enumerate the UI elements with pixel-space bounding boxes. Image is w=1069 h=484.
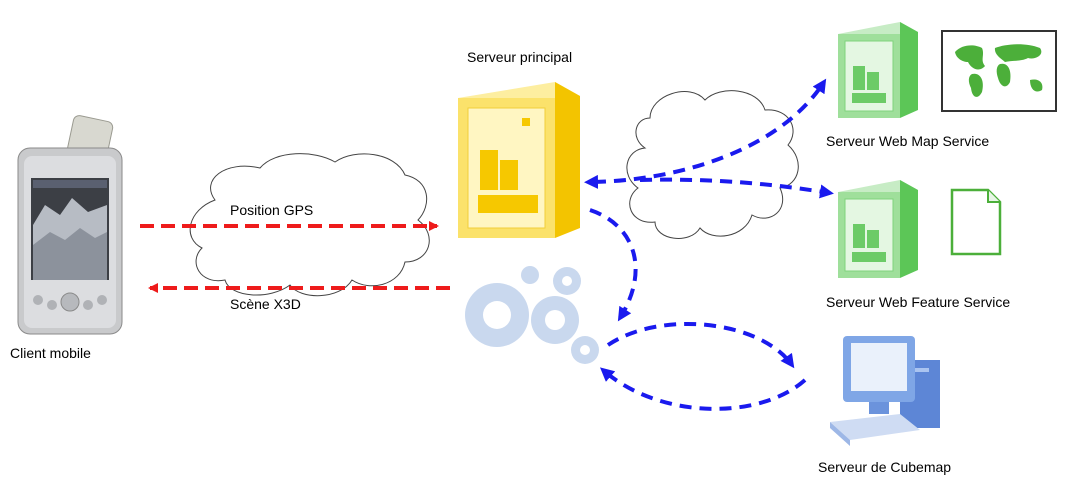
document-icon — [950, 188, 1002, 256]
x3d-scene-label: Scène X3D — [230, 296, 301, 312]
process-arrow — [589, 208, 638, 322]
world-map-icon — [941, 30, 1057, 112]
cloud-icon — [626, 90, 799, 239]
green-server-icon — [838, 22, 918, 118]
wfs-request-arrow — [639, 177, 834, 199]
green-server-icon — [838, 180, 918, 278]
gps-position-label: Position GPS — [230, 202, 313, 218]
cubemap-response-arrow — [599, 367, 807, 411]
client-mobile-label: Client mobile — [10, 345, 91, 361]
wms-request-arrow — [584, 78, 827, 189]
wms-server-label: Serveur Web Map Service — [826, 133, 989, 149]
pda-icon — [17, 115, 123, 335]
yellow-server-icon — [458, 82, 580, 238]
computer-icon — [830, 336, 940, 446]
cubemap-server-label: Serveur de Cubemap — [818, 459, 951, 475]
main-server-label: Serveur principal — [467, 49, 572, 65]
wfs-server-label: Serveur Web Feature Service — [826, 294, 1010, 310]
gears-icon — [465, 266, 599, 364]
cubemap-request-arrow — [606, 321, 795, 369]
